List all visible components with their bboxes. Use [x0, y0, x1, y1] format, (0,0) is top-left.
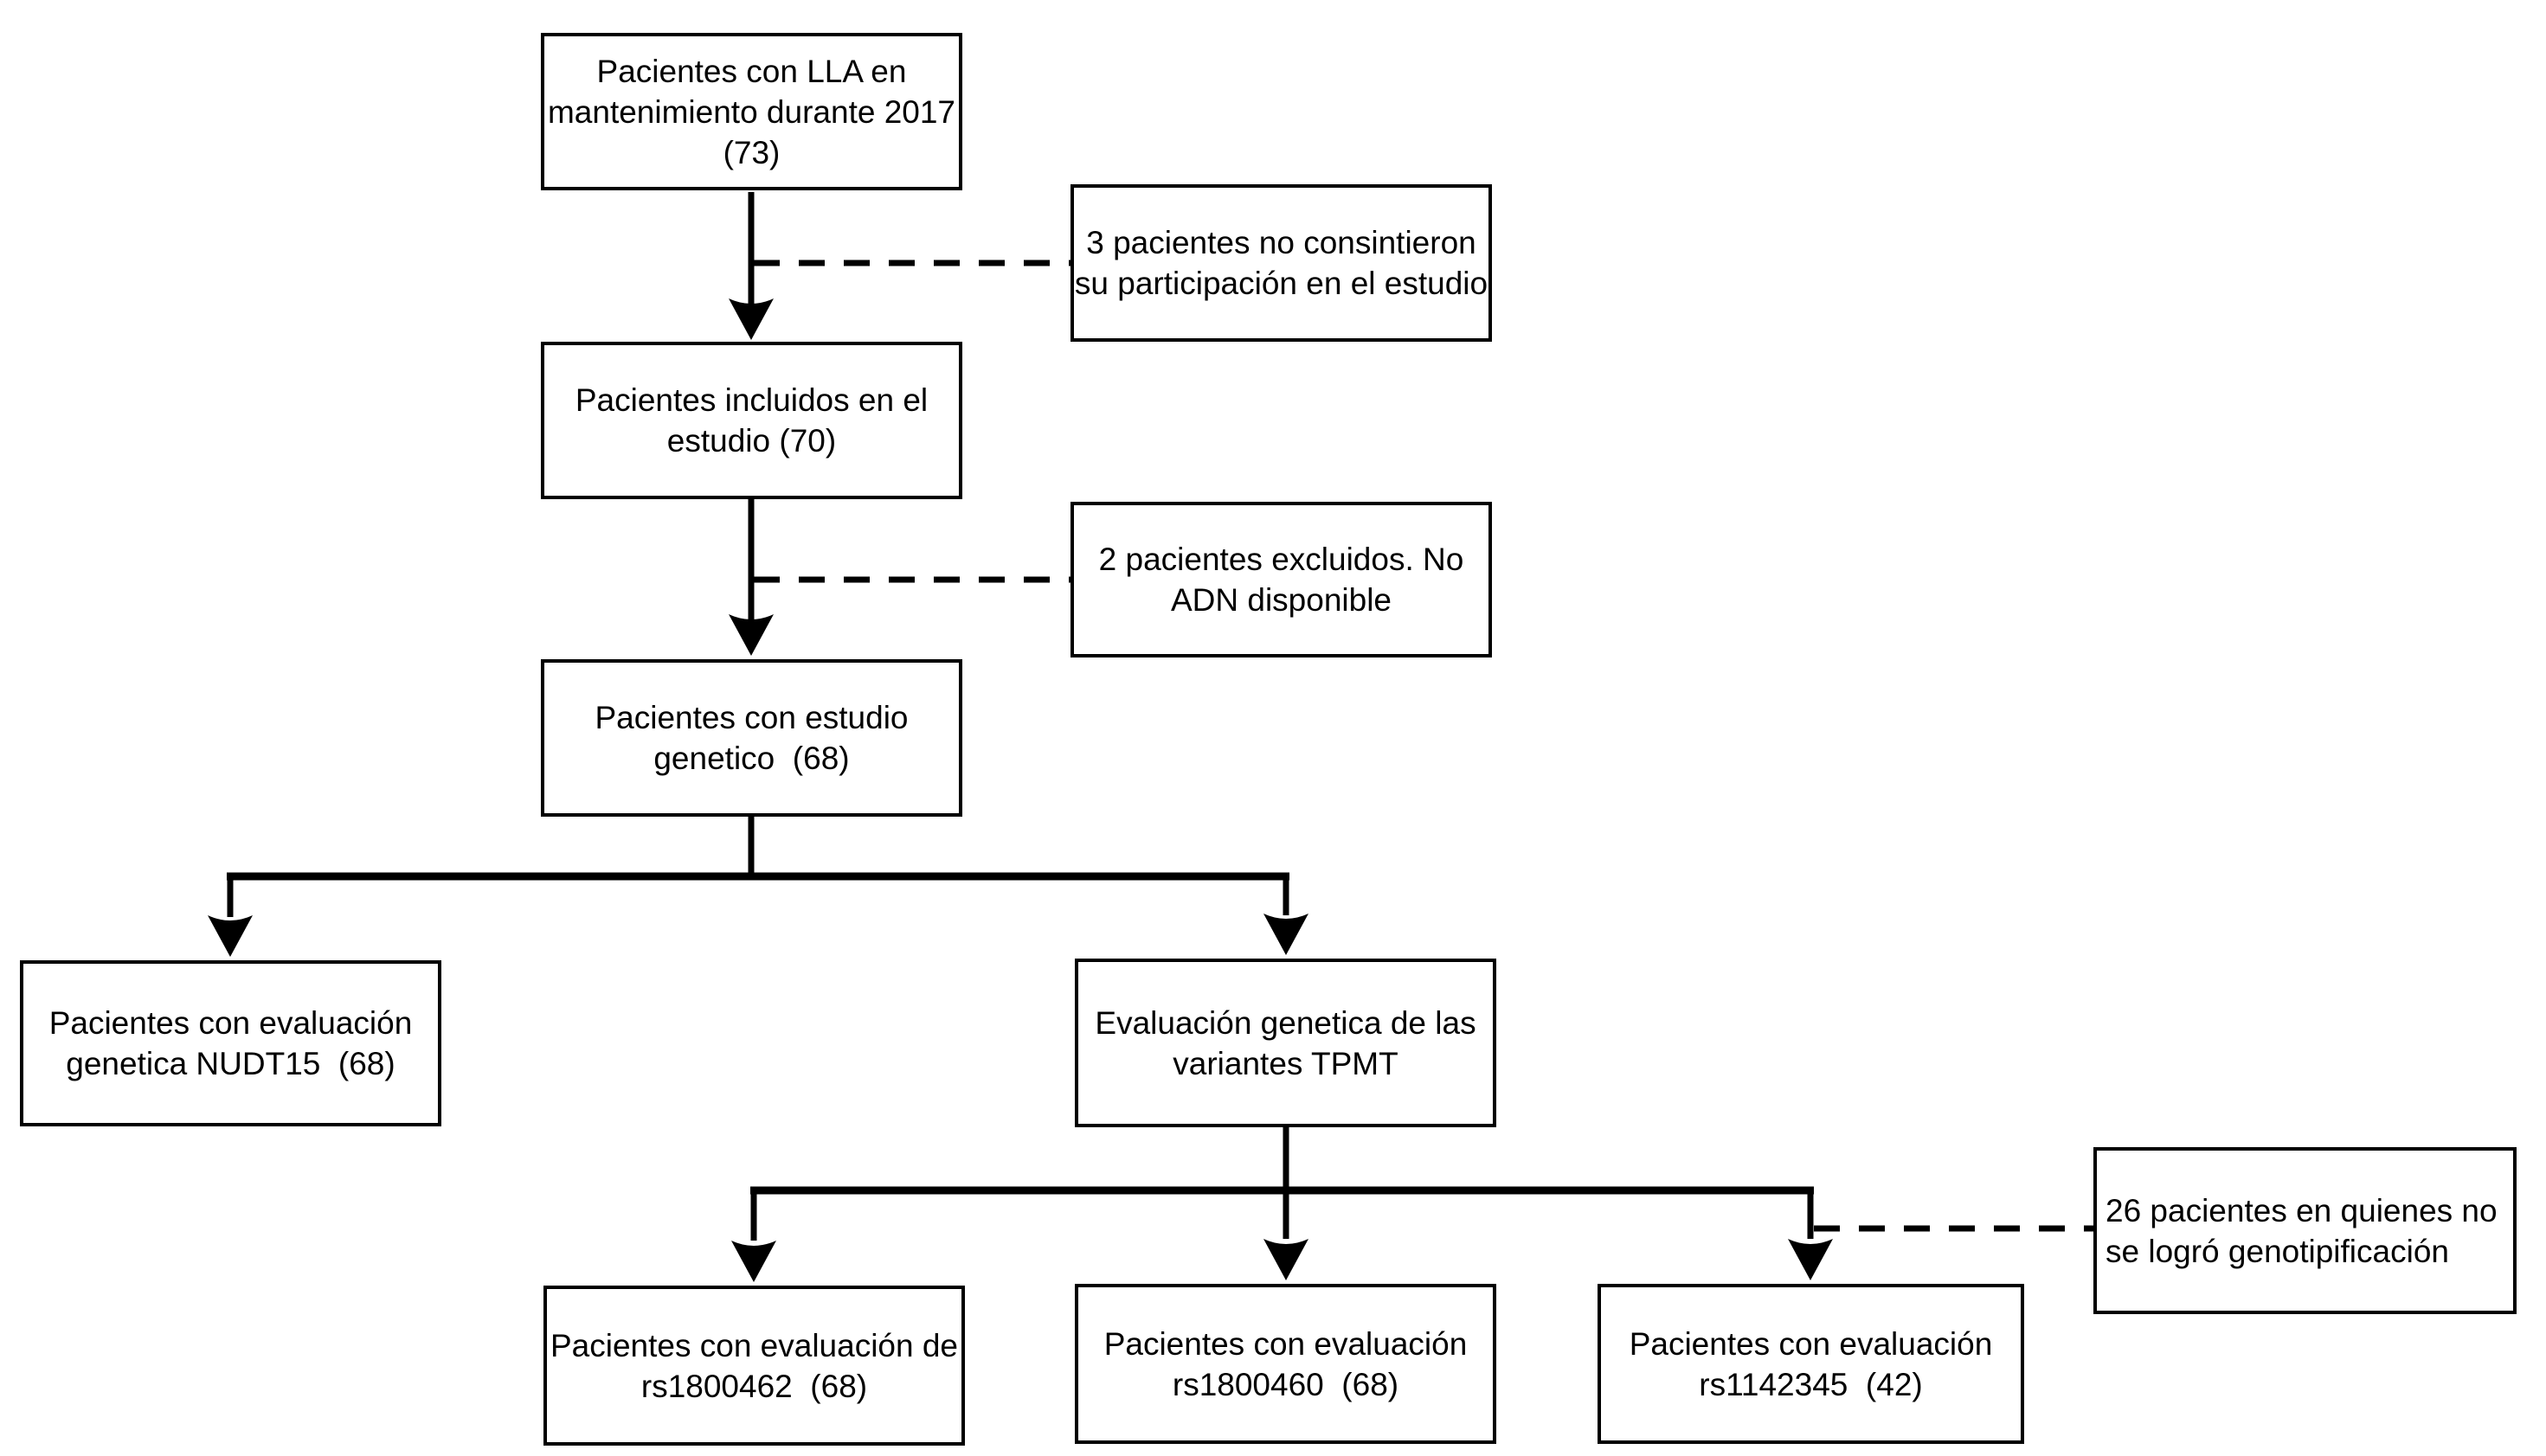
node-excluidos-no-adn: 2 pacientes excluidos. No ADN disponible [1070, 502, 1492, 657]
node-lla-mantenimiento-2017: Pacientes con LLA en mantenimiento duran… [541, 33, 962, 190]
arrowhead-nudt15 [208, 915, 253, 957]
arrowhead-genetico [729, 614, 774, 656]
arrowhead-rs1800462 [731, 1241, 776, 1282]
node-incluidos-estudio: Pacientes incluidos en el estudio (70) [541, 342, 962, 499]
node-estudio-genetico: Pacientes con estudio genetico (68) [541, 659, 962, 817]
node-no-consintieron: 3 pacientes no consintieron su participa… [1070, 184, 1492, 342]
node-rs1142345: Pacientes con evaluación rs1142345 (42) [1598, 1284, 2024, 1444]
node-sin-genotipificacion: 26 pacientes en quienes no se logró geno… [2093, 1147, 2517, 1314]
arrowhead-rs1142345 [1788, 1239, 1833, 1280]
arrowhead-incluidos [729, 298, 774, 340]
arrowhead-tpmt [1263, 914, 1308, 955]
node-evaluacion-nudt15: Pacientes con evaluación genetica NUDT15… [20, 960, 441, 1126]
node-evaluacion-tpmt: Evaluación genetica de las variantes TPM… [1075, 959, 1496, 1127]
node-rs1800462: Pacientes con evaluación de rs1800462 (6… [543, 1286, 965, 1446]
node-rs1800460: Pacientes con evaluación rs1800460 (68) [1075, 1284, 1496, 1444]
arrowhead-rs1800460 [1263, 1239, 1308, 1280]
